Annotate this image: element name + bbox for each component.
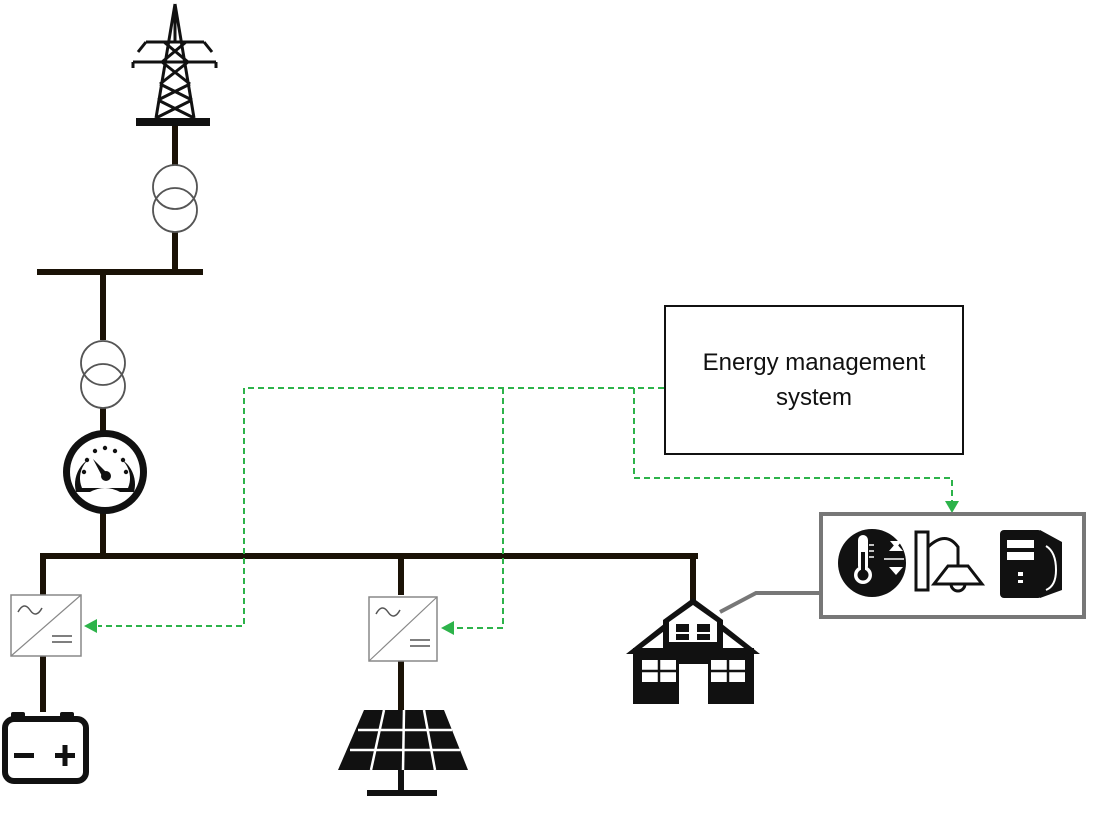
transmission-tower-icon bbox=[131, 3, 218, 126]
arrow-to-pv-inverter-icon bbox=[441, 621, 454, 635]
transformer-icon bbox=[80, 340, 126, 409]
control-lines bbox=[98, 387, 953, 629]
computer-tower-icon bbox=[1000, 530, 1062, 598]
house-to-loads-connector bbox=[719, 591, 820, 614]
solar-panel-icon bbox=[338, 709, 468, 796]
ems-to-loads-control bbox=[633, 388, 953, 502]
ems-label: Energy management system bbox=[702, 349, 926, 411]
arrow-to-loads-icon bbox=[945, 501, 959, 513]
thermostat-icon bbox=[838, 529, 906, 597]
house-icon bbox=[626, 598, 760, 704]
control-arrowheads bbox=[84, 501, 959, 635]
arrow-to-battery-inverter-icon bbox=[84, 619, 97, 633]
wall-lamp-icon bbox=[914, 530, 986, 593]
energy-management-system-box: Energy management system bbox=[664, 305, 964, 455]
transformer-icon bbox=[152, 164, 198, 233]
meter-gauge-icon bbox=[63, 430, 147, 514]
power-lines bbox=[37, 124, 698, 712]
battery-icon bbox=[2, 712, 89, 784]
ems-to-pv-inverter-control bbox=[455, 388, 504, 629]
ems-control-trunk bbox=[98, 387, 664, 627]
inverter-icon bbox=[10, 594, 82, 657]
inverter-icon bbox=[368, 596, 438, 662]
